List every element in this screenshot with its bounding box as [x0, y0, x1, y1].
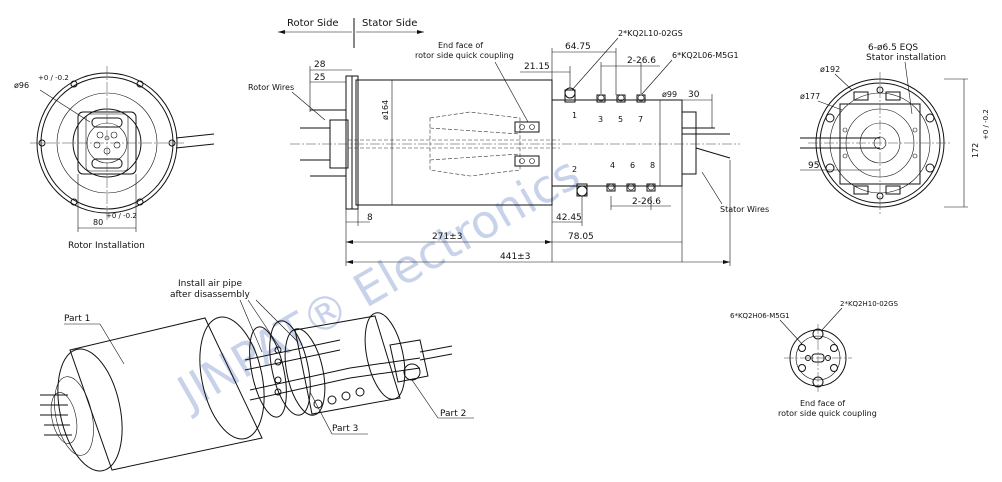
rotor-side-label: Rotor Side	[287, 18, 339, 29]
port-number-1: 1	[572, 111, 577, 120]
dim-192: ø192	[820, 65, 840, 74]
port-number-4: 4	[610, 161, 615, 170]
dim-25: 25	[314, 73, 325, 83]
dim-28: 28	[314, 60, 326, 70]
dim-64-75: 64.75	[565, 42, 591, 52]
rotor-wires-label: Rotor Wires	[248, 83, 294, 92]
dim-8: 8	[367, 213, 373, 223]
part-2-label: Part 2	[440, 409, 466, 419]
stator-view-caption: Stator installation	[866, 53, 946, 63]
dim-95: 95	[808, 161, 819, 171]
dim-441: 441±3	[500, 252, 530, 262]
port-number-3: 3	[598, 115, 603, 124]
rotor-width-tol: +0 / -0.2	[106, 212, 137, 220]
part-1-label: Part 1	[64, 314, 90, 324]
end-face-fitting-1: 6*KQ2H06-M5G1	[730, 312, 790, 320]
stator-wires-label: Stator Wires	[720, 205, 769, 214]
port-number-7: 7	[638, 115, 643, 124]
dim-42-45: 42.45	[556, 213, 582, 223]
port-number-5: 5	[618, 115, 623, 124]
end-face-fitting-2: 2*KQ2H10-02GS	[840, 300, 899, 308]
stator-holes-label: 6-ø6.5 EQS	[868, 43, 918, 53]
dim-2-26-6-bottom: 2-26.6	[632, 197, 661, 207]
dim-21-15: 21.15	[524, 62, 550, 72]
rotor-diameter-label: ø96	[14, 81, 29, 90]
side-labels: Rotor Side Stator Side	[278, 18, 424, 48]
end-face-caption-line2: rotor side quick coupling	[778, 409, 877, 418]
install-note-line2: after disassembly	[170, 290, 250, 300]
rotor-view-caption: Rotor Installation	[68, 241, 145, 251]
isometric-view: Install air pipe after disassembly Part …	[40, 279, 474, 472]
fitting-label-2: 6*KQ2L06-M5G1	[672, 51, 739, 60]
dim-271: 271±3	[432, 232, 462, 242]
dim-2-26-6-top: 2-26.6	[627, 56, 656, 66]
rotor-diameter-tol: +0 / -0.2	[38, 74, 69, 82]
port-number-8: 8	[650, 161, 655, 170]
part-3-label: Part 3	[332, 424, 358, 434]
side-elevation-view: 1 3 5 7 2 4 6 8 Rotor Wires Stator Wires…	[248, 29, 769, 266]
stator-installation-view: 6-ø6.5 EQS Stator installation ø192 ø177…	[800, 43, 990, 214]
rotor-installation-view: ø96 +0 / -0.2 80 +0 / -0.2 Rotor Install…	[14, 66, 215, 251]
dim-177: ø177	[800, 92, 820, 101]
dim-78-05: 78.05	[568, 232, 594, 242]
port-number-6: 6	[630, 161, 635, 170]
end-face-caption-line1: End face of	[800, 399, 845, 408]
stator-side-label: Stator Side	[362, 18, 417, 29]
fitting-label-1: 2*KQ2L10-02GS	[618, 29, 683, 38]
end-face-note-line1: End face of	[438, 41, 483, 50]
dim-172-tol: +0 / -0.2	[982, 109, 990, 140]
dim-164: ø164	[381, 100, 390, 120]
dim-172: 172	[971, 143, 980, 158]
dim-30: 30	[688, 90, 700, 100]
dim-99: ø99	[662, 90, 677, 99]
rotor-width-label: 80	[93, 218, 103, 227]
install-note-line1: Install air pipe	[178, 279, 242, 289]
port-number-2: 2	[572, 165, 577, 174]
end-face-note-line2: rotor side quick coupling	[415, 51, 514, 60]
end-face-view: 6*KQ2H06-M5G1 2*KQ2H10-02GS End face of …	[730, 300, 899, 418]
